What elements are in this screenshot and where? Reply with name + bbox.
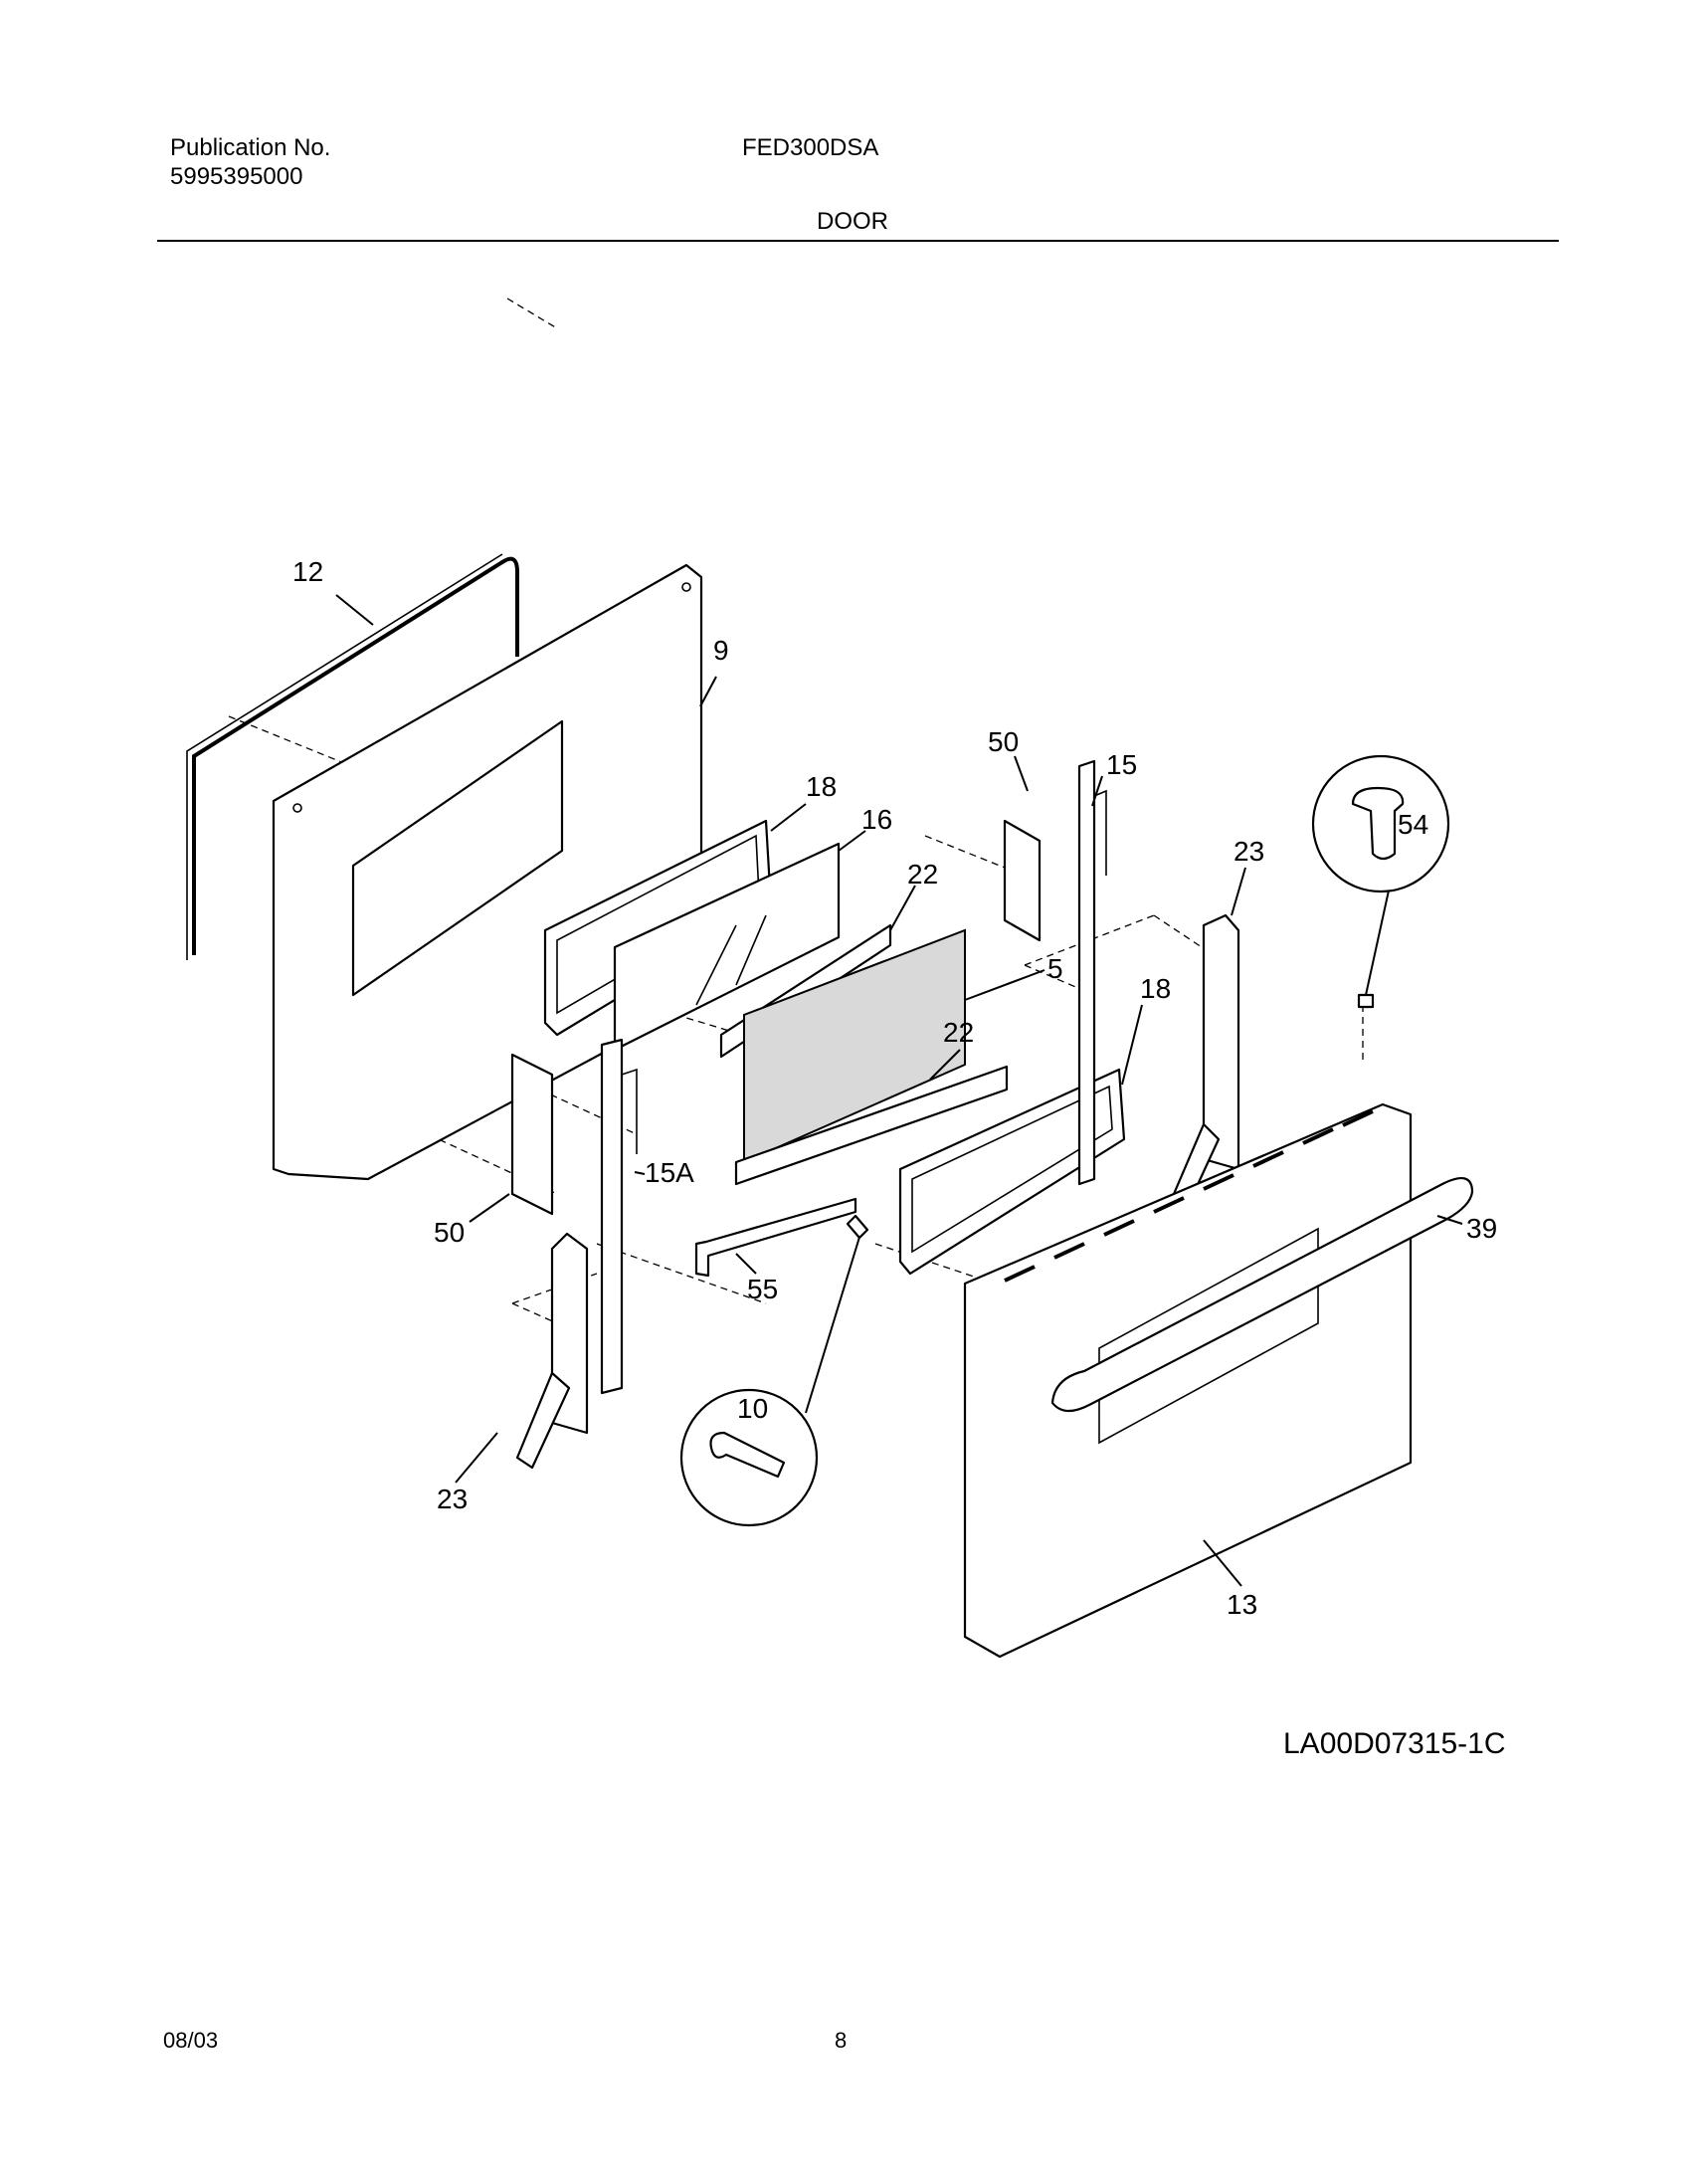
screw-detail-circle-54 [1311, 754, 1450, 1009]
hinge-receptacle-top-part [1003, 819, 1042, 942]
callout-10: 10 [737, 1393, 768, 1424]
publication-number: 5995395000 [170, 163, 303, 190]
callout-23-right: 23 [1234, 836, 1264, 867]
callout-5: 5 [1047, 953, 1063, 984]
screw-detail-circle [679, 1214, 869, 1527]
window-gasket-bottom-part [898, 1068, 1126, 1276]
model-number: FED300DSA [742, 134, 879, 161]
door-vent-slots [1004, 1109, 1374, 1283]
header-rule [157, 240, 1559, 242]
hinge-receptacle-left-part [510, 1053, 554, 1216]
outer-door-panel-part [963, 1102, 1413, 1659]
door-side-rail-right-part [1077, 759, 1107, 1186]
callout-54: 54 [1398, 809, 1428, 840]
callout-labels: 12 9 50 15 18 16 22 23 54 5 18 22 15A 50… [292, 556, 1497, 1620]
callout-50-top: 50 [988, 726, 1019, 757]
footer-date: 08/03 [163, 2028, 219, 2053]
door-side-rail-left-part [600, 1038, 638, 1395]
callout-50-left: 50 [434, 1217, 465, 1248]
glass-retainer-bottom-part [734, 1065, 1009, 1186]
callout-15: 15 [1106, 749, 1137, 780]
inner-glass-part [613, 842, 841, 1052]
support-channel-part [694, 1197, 857, 1278]
callout-leaders [335, 594, 1463, 1587]
callout-22-bottom: 22 [943, 1017, 974, 1048]
callout-16: 16 [861, 804, 892, 835]
callout-12: 12 [292, 556, 323, 587]
page-number: 8 [835, 2028, 848, 2053]
callout-18-top: 18 [806, 771, 837, 802]
callout-23-left: 23 [437, 1484, 468, 1514]
callout-22-top: 22 [907, 859, 938, 890]
outer-glass-panel-part [743, 928, 966, 1164]
publication-label: Publication No. [170, 134, 331, 161]
callout-39: 39 [1466, 1213, 1497, 1244]
door-handle-part [1050, 1176, 1474, 1413]
callout-9: 9 [713, 635, 729, 666]
drawing-id: LA00D07315-1C [1283, 1727, 1506, 1760]
callout-55: 55 [747, 1274, 778, 1304]
door-hinge-left-part [515, 1232, 589, 1470]
callout-13: 13 [1227, 1589, 1257, 1620]
callout-18-bottom: 18 [1140, 973, 1171, 1004]
callout-15A: 15A [645, 1157, 694, 1188]
door-gasket-part [186, 553, 519, 960]
section-title: DOOR [817, 208, 888, 235]
door-hinge-right-part [1172, 913, 1240, 1206]
